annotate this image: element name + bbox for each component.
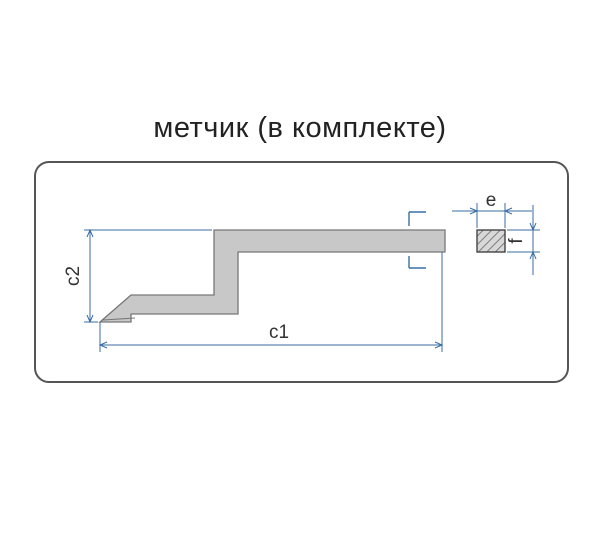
c2-label: c2	[63, 266, 84, 286]
section-marker-top	[408, 211, 426, 226]
c1-label: c1	[269, 322, 289, 343]
tip-edge-line	[102, 317, 136, 321]
e-dimension	[452, 203, 532, 228]
f-label: f	[506, 238, 527, 244]
e-label: e	[486, 190, 497, 211]
diagram-frame	[34, 161, 569, 383]
tap-tool-shape	[98, 229, 446, 323]
section-marker-bottom	[408, 256, 426, 269]
diagram-title: метчик (в комплекте)	[153, 112, 447, 144]
c2-dimension	[84, 228, 212, 324]
cross-section-hatched	[476, 229, 506, 253]
c1-dimension	[98, 252, 444, 352]
f-dimension	[507, 205, 540, 275]
